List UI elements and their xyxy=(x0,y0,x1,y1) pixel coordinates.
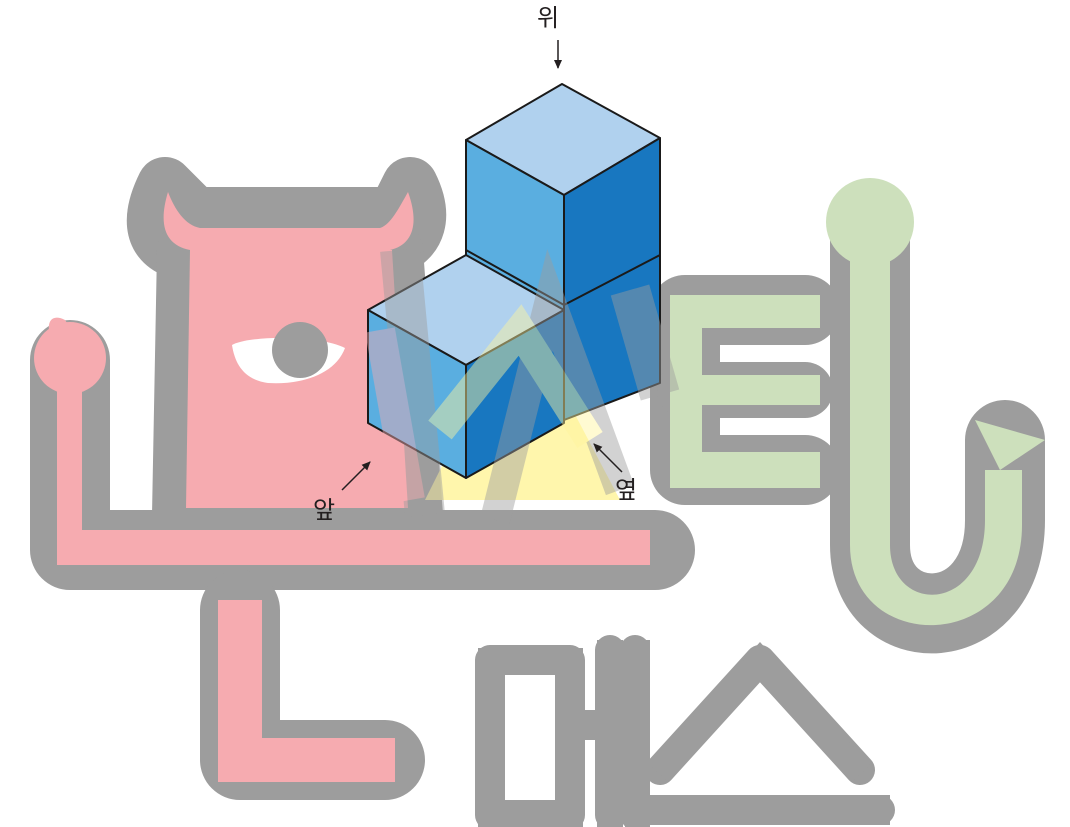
label-top-view: 위 xyxy=(537,4,560,32)
watermark-logo xyxy=(30,157,1045,827)
watermark-beol xyxy=(670,295,820,488)
watermark-arm xyxy=(48,317,651,565)
watermark-hook xyxy=(850,240,1022,626)
watermark-foot xyxy=(218,600,395,782)
watermark-ma xyxy=(478,648,583,827)
cube-front-right-face xyxy=(465,309,565,479)
watermark-seu xyxy=(640,642,890,825)
watermark-hand xyxy=(34,322,106,394)
label-side-view: 옆 xyxy=(615,476,638,504)
watermark-hook-arrow xyxy=(975,420,1045,470)
watermark-ae xyxy=(575,640,650,827)
cube-top xyxy=(465,83,661,306)
watermark-devil-pupil xyxy=(272,322,328,378)
watermark-devil-horns xyxy=(163,192,414,250)
arrow-front xyxy=(341,461,371,491)
label-front-view: 앞 xyxy=(313,496,336,524)
arrow-side xyxy=(593,443,623,473)
cube-front xyxy=(367,254,565,479)
cube-top-right-face xyxy=(563,137,661,306)
cube-stack xyxy=(367,83,661,479)
watermark-overlay xyxy=(365,248,680,524)
watermark-hook-ball xyxy=(826,178,914,266)
